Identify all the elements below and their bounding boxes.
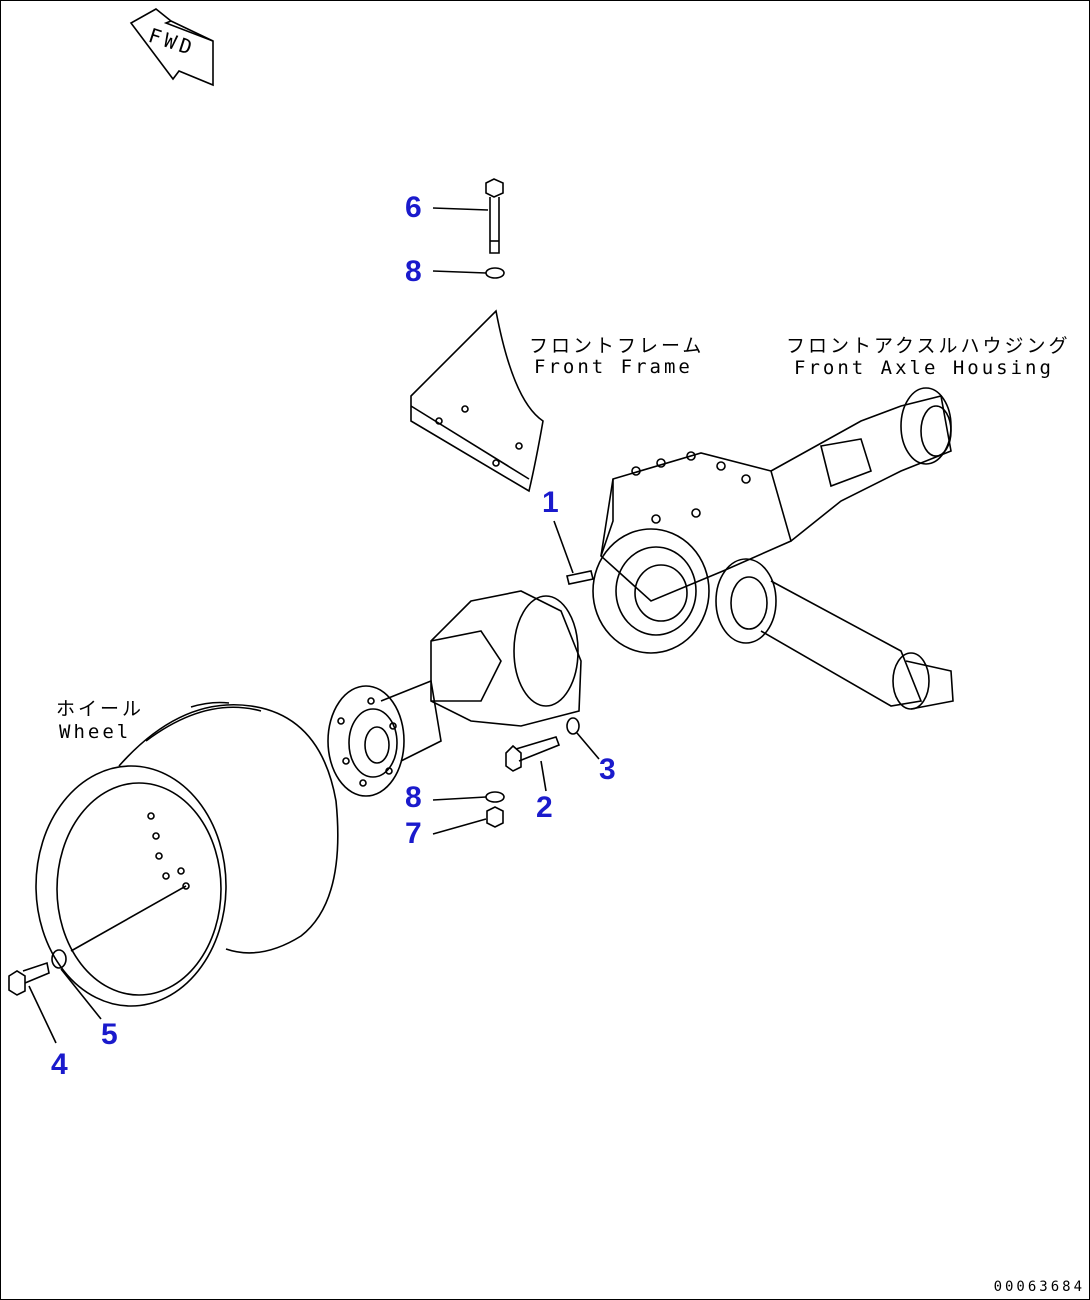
front-frame-drawing xyxy=(410,309,544,493)
callout-7: 7 xyxy=(405,817,422,850)
leader-4 xyxy=(28,985,57,1044)
callout-2: 2 xyxy=(536,791,553,824)
front-axle-housing-label-jp: フロントアクスルハウジング xyxy=(786,335,1071,357)
leader-5 xyxy=(60,968,102,1020)
wheel-label-jp: ホイール xyxy=(56,698,145,720)
leader-2 xyxy=(540,760,547,792)
front-axle-housing-drawing xyxy=(592,387,954,710)
leader-3 xyxy=(576,732,600,760)
front-frame-label-en: Front Frame xyxy=(534,356,693,378)
callout-8-lower: 8 xyxy=(405,781,422,814)
left-final-drive-drawing xyxy=(327,590,582,797)
fwd-arrow-icon xyxy=(129,8,214,87)
callout-5: 5 xyxy=(101,1018,118,1051)
callout-1: 1 xyxy=(542,486,559,519)
pin-1-drawing xyxy=(566,570,594,585)
bolt-4-drawing xyxy=(8,961,50,996)
wheel-drawing xyxy=(35,701,339,1007)
bolt-2-drawing xyxy=(505,736,561,772)
leader-8-top xyxy=(432,270,487,274)
leader-7 xyxy=(432,818,487,835)
callout-6: 6 xyxy=(405,191,422,224)
washer-8-top-drawing xyxy=(485,267,505,279)
callout-3: 3 xyxy=(599,753,616,786)
leader-8-lower xyxy=(432,796,487,801)
nut-7-drawing xyxy=(486,806,504,828)
washer-8-lower-drawing xyxy=(485,791,505,803)
washer-3-drawing xyxy=(566,717,580,735)
front-frame-label-jp: フロントフレーム xyxy=(529,335,705,357)
wheel-label-en: Wheel xyxy=(59,721,132,743)
leader-6 xyxy=(432,207,489,211)
leader-1 xyxy=(553,520,574,574)
drawing-number: 00063684 xyxy=(993,1279,1085,1295)
bolt-6-drawing xyxy=(485,178,504,254)
leader-wheel-bolt xyxy=(70,885,187,952)
front-axle-housing-label-en: Front Axle Housing xyxy=(794,357,1054,379)
callout-8-top: 8 xyxy=(405,255,422,288)
callout-4: 4 xyxy=(51,1048,68,1081)
washer-5-drawing xyxy=(51,949,67,969)
